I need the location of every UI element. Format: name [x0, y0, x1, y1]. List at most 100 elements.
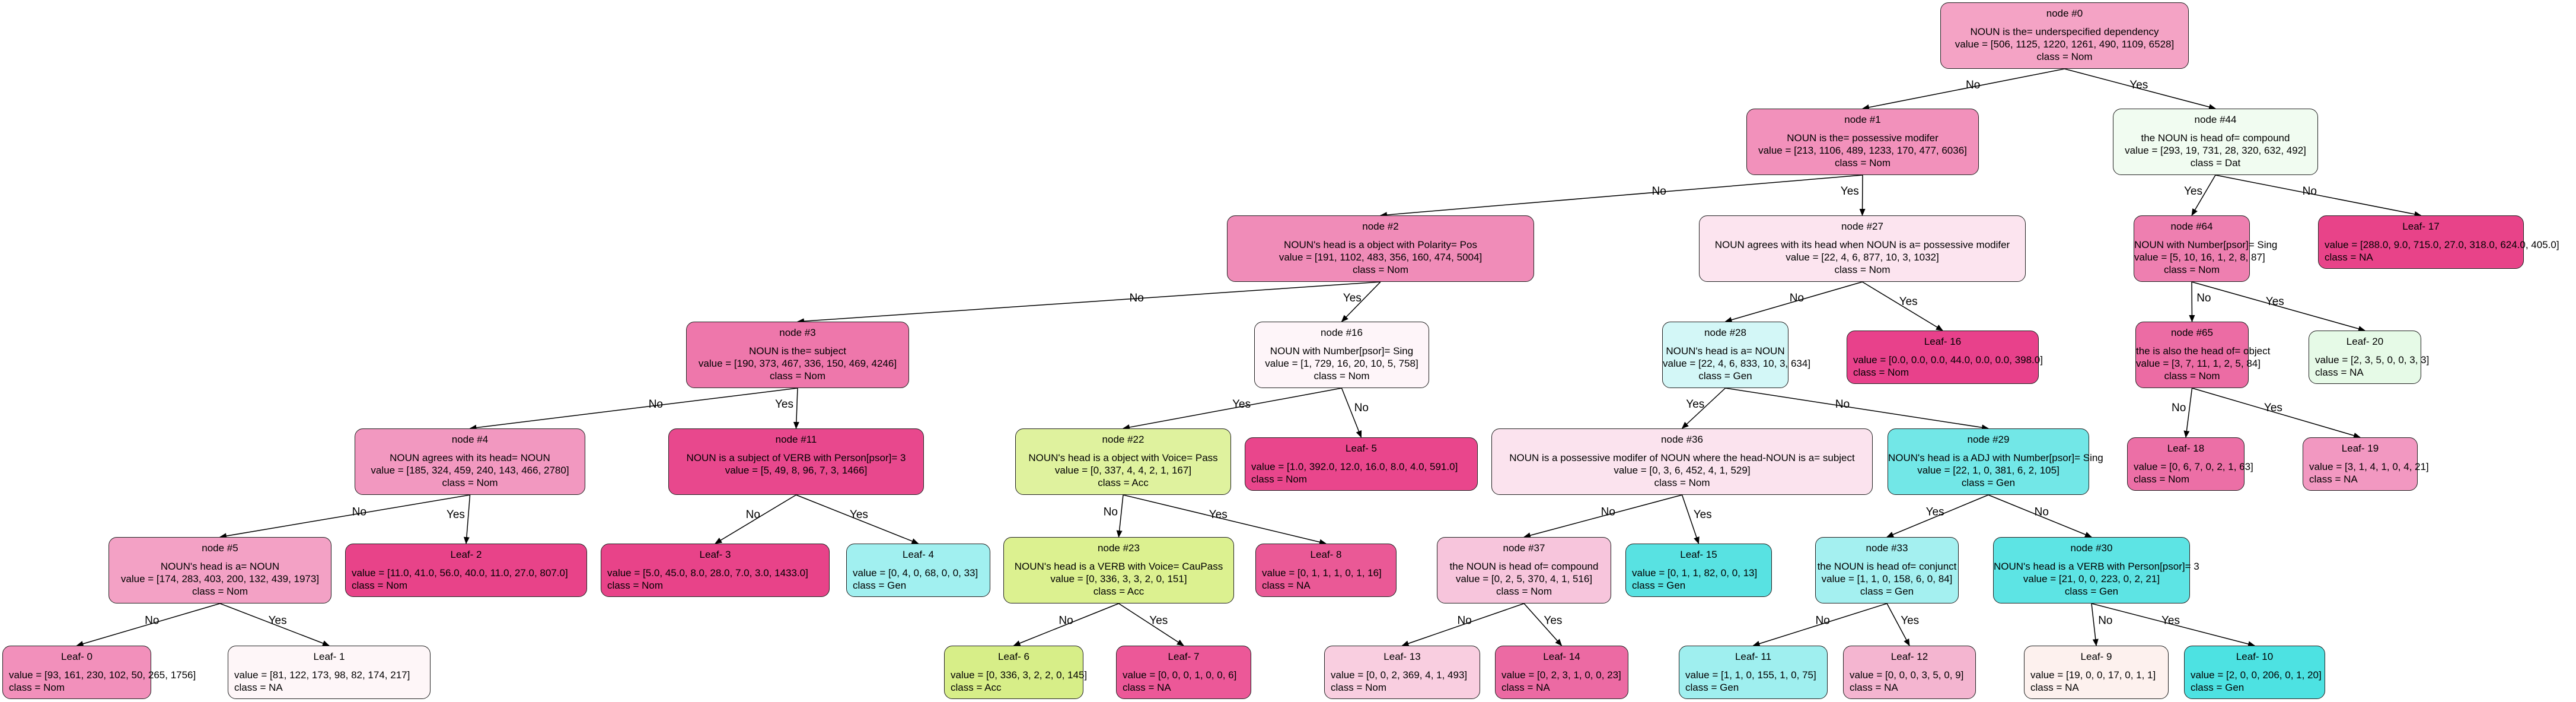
- node-title: Leaf- 5: [1346, 443, 1377, 454]
- edge-arrow: [1123, 494, 1327, 545]
- node-text-line: value = [21, 0, 0, 223, 0, 2, 21]: [2023, 573, 2160, 585]
- node-text-line: class = NA: [234, 682, 283, 693]
- edge-label-yes: Yes: [850, 509, 868, 521]
- edge-arrow: [2064, 68, 2216, 110]
- node-title: node #16: [1321, 327, 1363, 338]
- node-text-line: value = [0, 337, 4, 4, 2, 1, 167]: [1054, 465, 1192, 476]
- edge-label-no: No: [1966, 79, 1980, 91]
- edge-arrow: [1681, 387, 1726, 429]
- node-text-line: the NOUN is head of= compound: [2141, 132, 2290, 144]
- edge-arrow: [2183, 387, 2193, 438]
- node-text-line: value = [1, 1, 0, 155, 1, 0, 75]: [1685, 669, 1816, 681]
- node-title: Leaf- 8: [1310, 549, 1342, 560]
- edge-arrow: [2091, 603, 2255, 647]
- node-text-line: value = [0, 336, 3, 3, 2, 0, 151]: [1050, 573, 1187, 585]
- edge-label-yes: Yes: [269, 614, 287, 627]
- node-text-line: value = [0, 1, 1, 1, 0, 1, 16]: [1262, 567, 1382, 579]
- node-title: node #4: [451, 434, 489, 445]
- node-text-line: NOUN with Number[psor]= Sing: [1270, 345, 1414, 357]
- node-text-line: class = Nom: [1853, 367, 1909, 378]
- edge-label-no: No: [2035, 506, 2049, 518]
- node-title: Leaf- 15: [1680, 549, 1717, 560]
- edge-arrow: [1123, 387, 1342, 430]
- node-title: node #44: [2194, 114, 2237, 125]
- edge-label-no: No: [1790, 292, 1804, 304]
- node-title: Leaf- 18: [2167, 443, 2205, 454]
- edge-arrow: [1341, 281, 1381, 322]
- edge-arrow: [1116, 494, 1124, 538]
- node-title: Leaf- 20: [2346, 336, 2384, 347]
- edge-arrow: [1988, 494, 2092, 538]
- edge-arrow: [796, 494, 919, 544]
- edge-arrow: [219, 494, 470, 539]
- edge-arrow: [1862, 68, 2065, 110]
- node-text-line: class = Nom: [1496, 586, 1552, 597]
- node-text-line: value = [190, 373, 467, 336, 150, 469, 4…: [698, 358, 897, 369]
- node-text-line: value = [5.0, 45.0, 8.0, 28.0, 7.0, 3.0,…: [607, 567, 808, 579]
- node-text-line: class = Gen: [1632, 580, 1686, 591]
- edge-label-yes: Yes: [2264, 402, 2282, 414]
- edge-arrow: [1725, 387, 1989, 431]
- node-text-line: class = Nom: [192, 586, 248, 597]
- node-text-line: class = NA: [1123, 682, 1171, 693]
- node-text-line: value = [0, 3, 6, 452, 4, 1, 529]: [1614, 465, 1751, 476]
- node-text-line: value = [506, 1125, 1220, 1261, 490, 110…: [1955, 39, 2175, 50]
- node-text-line: class = Nom: [607, 580, 663, 591]
- node-text-line: NOUN agrees with its head= NOUN: [390, 452, 550, 463]
- node-text-line: value = [22, 1, 0, 381, 6, 2, 105]: [1917, 465, 2059, 476]
- node-text-line: NOUN is a possessive modifer of NOUN whe…: [1509, 452, 1855, 463]
- node-text-line: class = Gen: [2064, 586, 2119, 597]
- node-title: node #0: [2046, 8, 2083, 19]
- node-text-line: the NOUN is head of= conjunct: [1817, 561, 1957, 572]
- node-text-line: value = [0, 0, 0, 1, 0, 0, 6]: [1123, 669, 1237, 681]
- edge-arrow: [2091, 603, 2099, 646]
- node-title: Leaf- 2: [450, 549, 482, 560]
- edge-arrow: [76, 603, 221, 647]
- edge-label-no: No: [1835, 398, 1850, 411]
- node-text-line: class = Nom: [1654, 477, 1710, 488]
- node-text-line: class = NA: [2030, 682, 2079, 693]
- node-text-line: class = Gen: [853, 580, 907, 591]
- node-text-line: value = [213, 1106, 489, 1233, 170, 477,…: [1758, 145, 1967, 156]
- node-text-line: value = [293, 19, 731, 28, 320, 632, 492…: [2125, 145, 2306, 156]
- edge-arrow: [2191, 281, 2365, 332]
- node-text-line: NOUN's head is a object with Polarity= P…: [1284, 239, 1477, 250]
- edge-label-yes: Yes: [447, 509, 465, 521]
- node-title: node #28: [1704, 327, 1746, 338]
- edge-arrow: [1341, 387, 1362, 438]
- node-text-line: class = Nom: [442, 477, 498, 488]
- node-text-line: value = [22, 4, 6, 833, 10, 3, 634]: [1663, 358, 1811, 369]
- node-text-line: NOUN's head is a VERB with Voice= CauPas…: [1014, 561, 1223, 572]
- node-title: Leaf- 1: [313, 651, 345, 662]
- node-text-line: NOUN is the= subject: [749, 345, 846, 357]
- edge-label-yes: Yes: [2129, 79, 2148, 91]
- node-text-line: class = Nom: [2134, 474, 2189, 485]
- edge-label-yes: Yes: [1149, 614, 1168, 627]
- node-title: node #1: [1844, 114, 1881, 125]
- leaf-box-l18: Leaf- 18 value = [0, 6, 7, 0, 2, 1, 63] cl…: [2127, 437, 2253, 491]
- node-text-line: value = [0, 6, 7, 0, 2, 1, 63]: [2134, 461, 2253, 472]
- edge-arrow: [1681, 494, 1700, 544]
- node-title: node #3: [779, 327, 816, 338]
- node-text-line: NOUN's head is a VERB with Person[psor]=…: [1994, 561, 2199, 572]
